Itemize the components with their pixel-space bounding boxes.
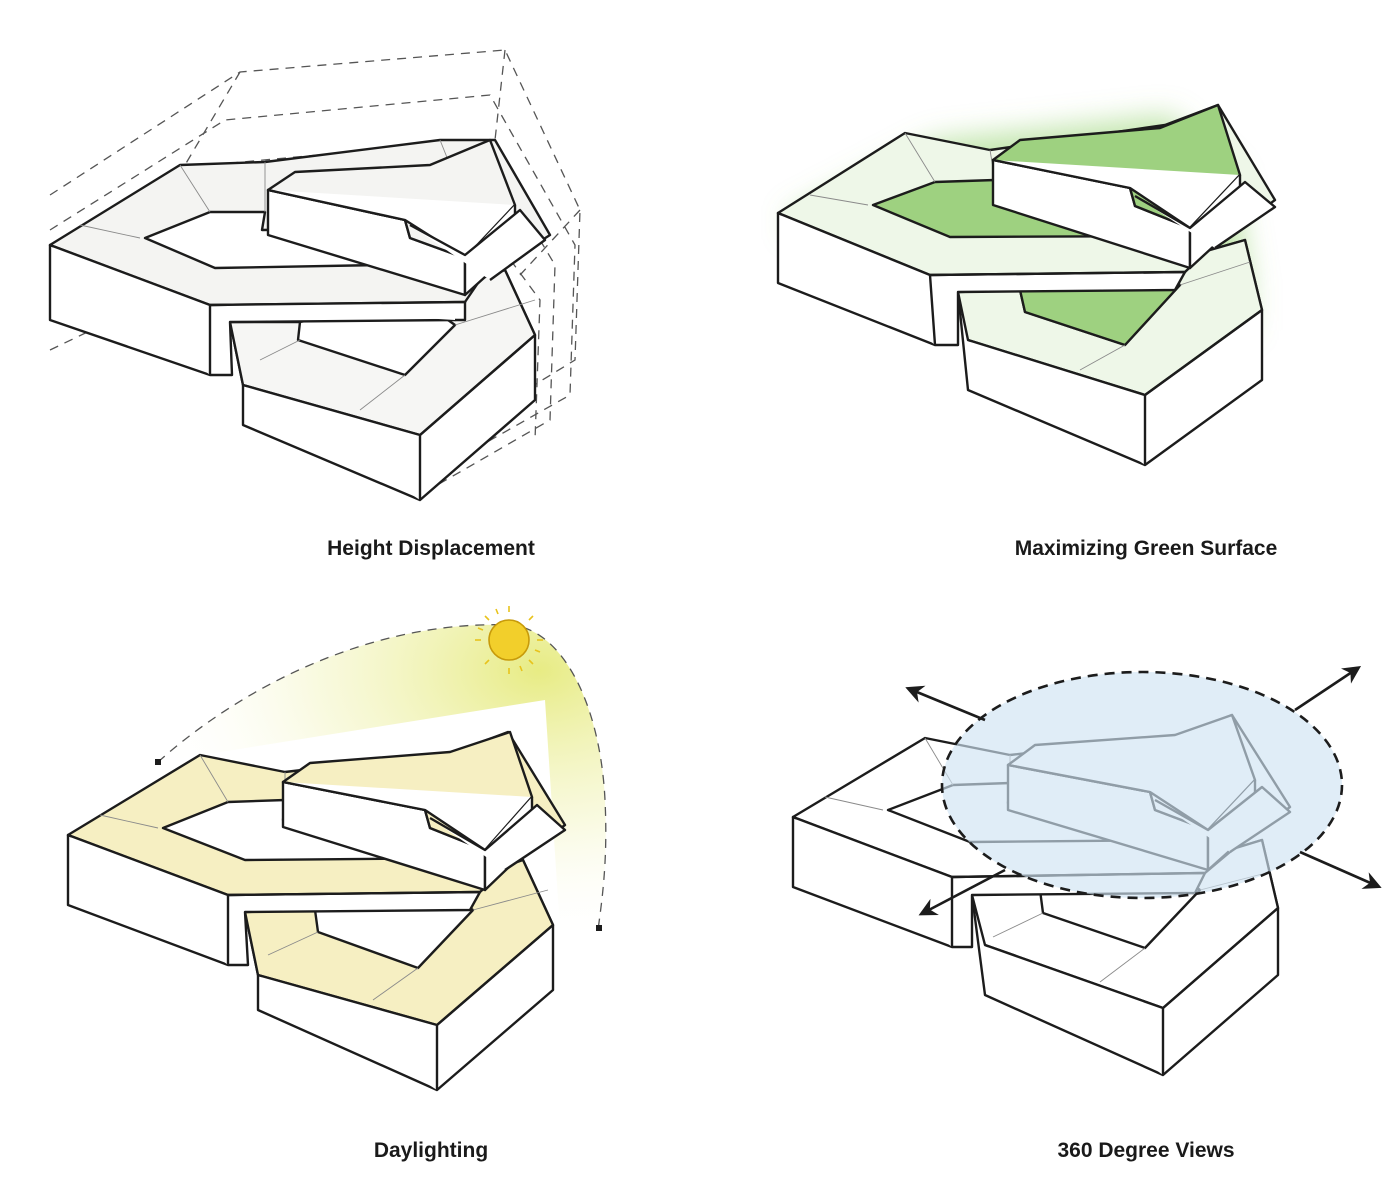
panel-360-views xyxy=(791,665,1382,1077)
sun-glow-area xyxy=(158,624,606,930)
caption-daylighting: Daylighting xyxy=(373,1139,489,1162)
panel-green-surface xyxy=(776,103,1277,467)
panel-height-displacement xyxy=(48,49,581,502)
panel-daylighting xyxy=(66,606,607,1092)
sun-path-start-marker xyxy=(155,759,161,765)
green-raised-bar xyxy=(991,103,1277,270)
sun-path-arc xyxy=(157,624,607,931)
caption-height-displacement: Height Displacement xyxy=(327,537,535,560)
caption-green-surface: Maximizing Green Surface xyxy=(1014,537,1278,560)
view-radius-ellipse xyxy=(940,670,1344,900)
raised-inner-bar xyxy=(266,138,547,297)
sun-icon xyxy=(475,606,543,674)
daylight-raised-bar xyxy=(281,730,567,892)
arrow-icon xyxy=(905,665,1382,916)
caption-360-views: 360 Degree Views xyxy=(1057,1139,1235,1162)
sun-path-end-marker xyxy=(596,925,602,931)
